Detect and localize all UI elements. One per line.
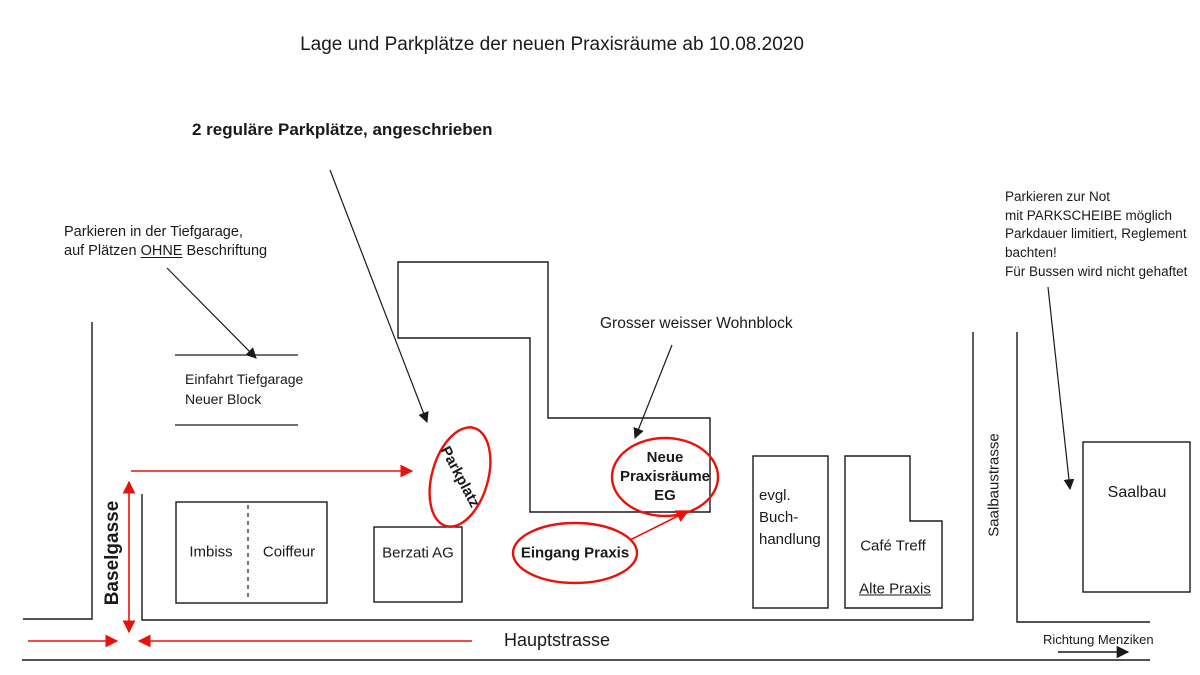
arrow-label-to-wohnblock-icon: [633, 344, 673, 440]
einfahrt-label-line1: Einfahrt Tiefgarage: [185, 371, 304, 387]
building-buchhandlung-box: [752, 455, 829, 609]
street-line-saalbaustrasse-east: [1016, 332, 1150, 623]
buchhandlung-line2: Buch-: [759, 508, 799, 526]
building-cafe-treff-outline: [844, 455, 943, 609]
emergency-note-line1: Parkieren zur Not: [1005, 189, 1111, 204]
highlight-ellipse-neue-praxis: [610, 436, 720, 518]
tiefgarage-note-line2: auf Plätzen OHNE Beschriftung: [64, 242, 267, 261]
emergency-parking-note: Parkieren zur Not mit PARKSCHEIBE möglic…: [1005, 188, 1187, 281]
wohnblock-label: Grosser weisser Wohnblock: [600, 315, 793, 332]
building-saalbau-box: [1082, 441, 1191, 593]
building-berzati-box: [373, 526, 463, 603]
tiefgarage-note-line2-post: Beschriftung: [182, 243, 268, 260]
highlight-ellipse-parkplatz: [428, 426, 492, 528]
berzati-label: Berzati AG: [382, 544, 454, 562]
einfahrt-label-line2: Neuer Block: [185, 390, 262, 407]
richtung-menziken-label: Richtung Menziken: [1043, 632, 1154, 647]
tiefgarage-note-line1: Parkieren in der Tiefgarage,: [64, 224, 243, 240]
baselgasse-label: Baselgasse: [102, 500, 123, 606]
saalbau-label: Saalbau: [1107, 484, 1167, 501]
neue-praxis-line1: Neue: [646, 448, 684, 466]
buchhandlung-line3: handlung: [759, 530, 821, 548]
arrow-label-to-parkplatz-icon: [329, 169, 429, 424]
imbiss-label: Imbiss: [189, 543, 233, 561]
cafe-treff-label: Café Treff: [860, 537, 926, 555]
emergency-note-line2: mit PARKSCHEIBE möglich: [1005, 207, 1173, 223]
street-line-baselgasse-west: [23, 322, 93, 620]
buchhandlung-label: evgl. Buch- handlung: [759, 485, 821, 550]
page-title: Lage und Parkplätze der neuen Praxisräum…: [300, 34, 804, 55]
tiefgarage-note-ohne: OHNE: [140, 243, 183, 260]
emergency-note-line4: bachten!: [1005, 244, 1057, 260]
alte-praxis-label: Alte Praxis: [859, 580, 931, 598]
building-wohnblock-outline: [397, 261, 711, 513]
eingang-praxis-label: Eingang Praxis: [520, 544, 630, 562]
einfahrt-label: Einfahrt Tiefgarage Neuer Block: [185, 370, 303, 409]
buchhandlung-line1: evgl.: [759, 487, 791, 504]
saalbaustrasse-label: Saalbaustrasse: [985, 433, 1003, 537]
neue-praxis-line3: EG: [654, 486, 676, 504]
highlight-ellipse-eingang: [511, 521, 639, 585]
emergency-note-line3: Parkdauer limitiert, Reglement: [1005, 226, 1187, 242]
coiffeur-label: Coiffeur: [262, 543, 316, 561]
regular-parking-label: 2 reguläre Parkplätze, angeschrieben: [192, 120, 493, 139]
building-imbiss-coiffeur-box: [175, 501, 328, 604]
neue-praxis-line2: Praxisräume: [619, 467, 711, 485]
tiefgarage-note: Parkieren in der Tiefgarage, auf Plätzen…: [64, 223, 267, 261]
emergency-note-line5: Für Bussen wird nicht gehaftet: [1005, 263, 1188, 279]
street-line-baselgasse-east-hauptstrasse-north: [141, 332, 974, 621]
arrow-tiefgarage-to-einfahrt-icon: [166, 267, 257, 359]
hauptstrasse-label: Hauptstrasse: [503, 630, 611, 650]
neue-praxis-label: Neue Praxisräume EG: [620, 449, 710, 505]
tiefgarage-note-line2-pre: auf Plätzen: [64, 243, 141, 260]
arrow-note-to-notparking-area-icon: [1047, 286, 1075, 491]
